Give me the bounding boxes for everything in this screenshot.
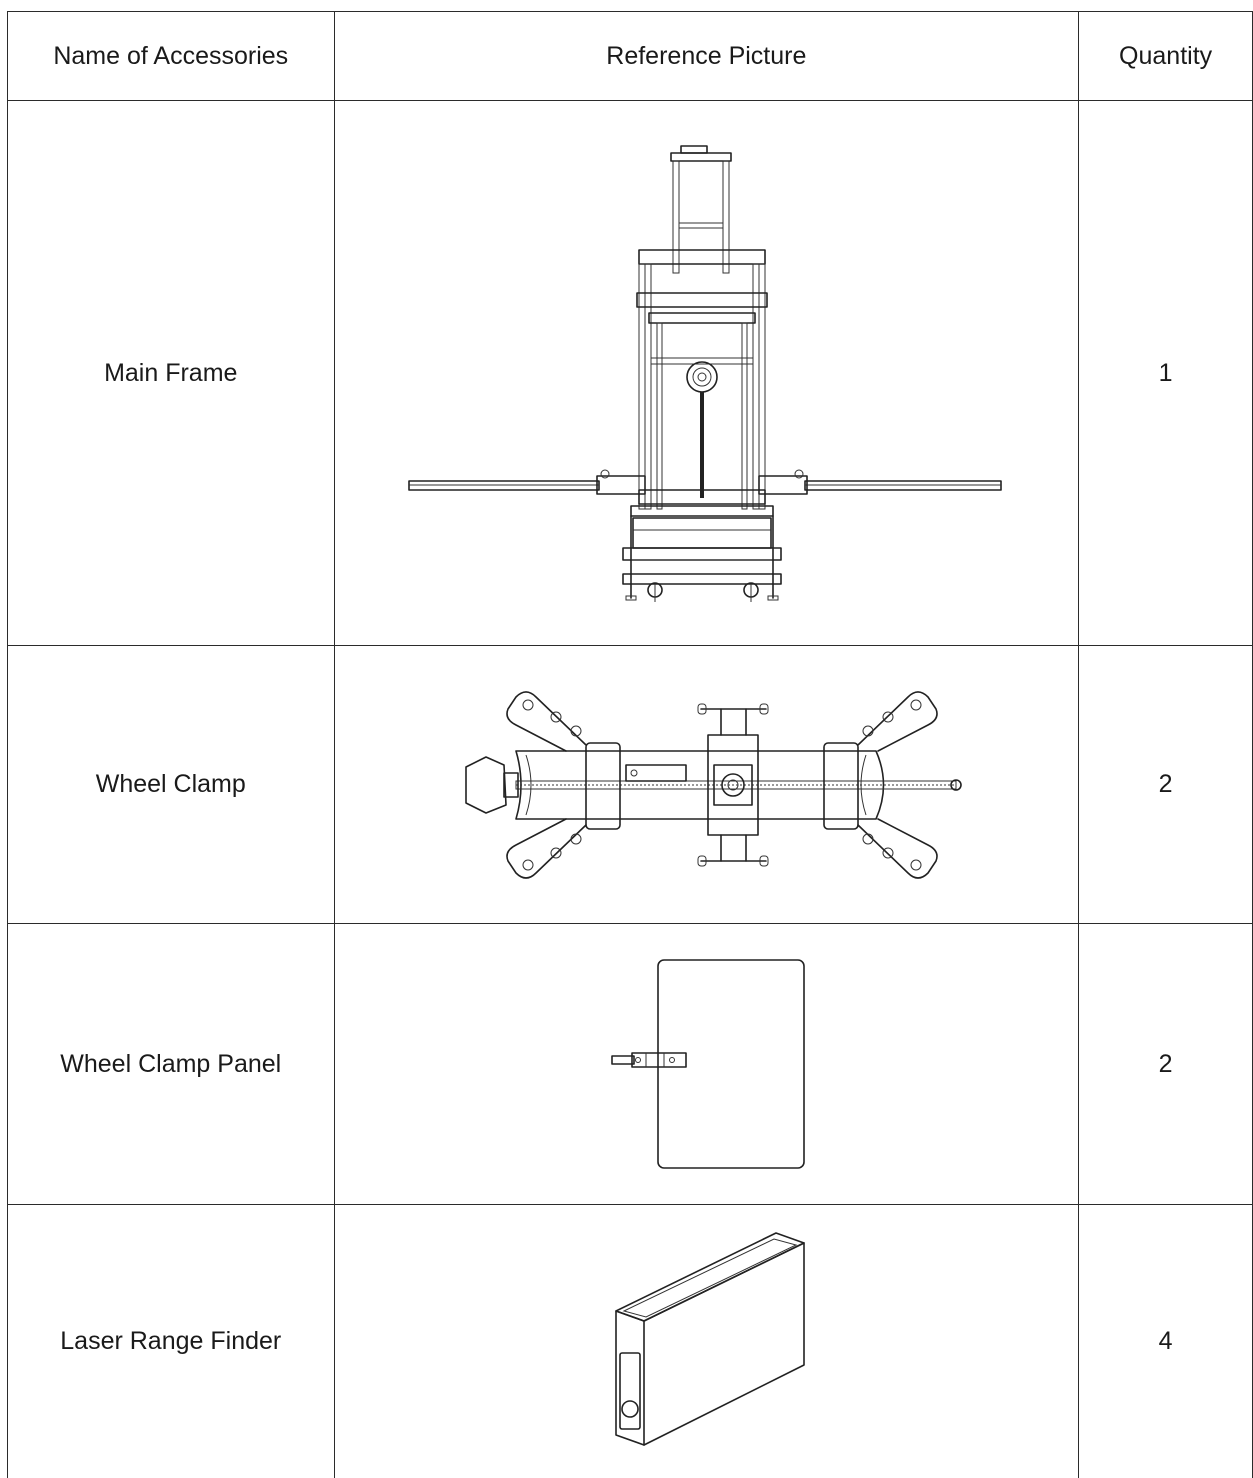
accessory-quantity: 2 (1078, 923, 1253, 1205)
reference-picture (333, 100, 1080, 646)
header-picture: Reference Picture (333, 11, 1080, 101)
header-name: Name of Accessories (7, 11, 335, 101)
accessory-quantity: 2 (1078, 645, 1253, 924)
accessory-quantity: 4 (1078, 1204, 1253, 1478)
main-frame-drawing (408, 145, 1003, 602)
header-row: Name of Accessories Reference Picture Qu… (7, 11, 1253, 101)
accessory-name: Wheel Clamp Panel (7, 923, 335, 1205)
laser-range-finder-drawing (615, 1232, 806, 1447)
table-row: Main Frame (7, 100, 1253, 646)
accessory-name: Laser Range Finder (7, 1204, 335, 1478)
reference-picture (333, 645, 1080, 924)
table-row: Wheel Clamp (7, 645, 1253, 924)
accessory-name: Main Frame (7, 100, 335, 646)
accessories-table: Name of Accessories Reference Picture Qu… (7, 11, 1253, 1478)
reference-picture (333, 923, 1080, 1205)
wheel-clamp-panel-drawing (611, 959, 806, 1169)
table-row: Wheel Clamp Panel 2 (7, 923, 1253, 1205)
table-row: Laser Range Finder 4 (7, 1204, 1253, 1478)
header-quantity: Quantity (1078, 11, 1253, 101)
wheel-clamp-drawing (465, 690, 963, 879)
reference-picture (333, 1204, 1080, 1478)
accessory-name: Wheel Clamp (7, 645, 335, 924)
accessory-quantity: 1 (1078, 100, 1253, 646)
